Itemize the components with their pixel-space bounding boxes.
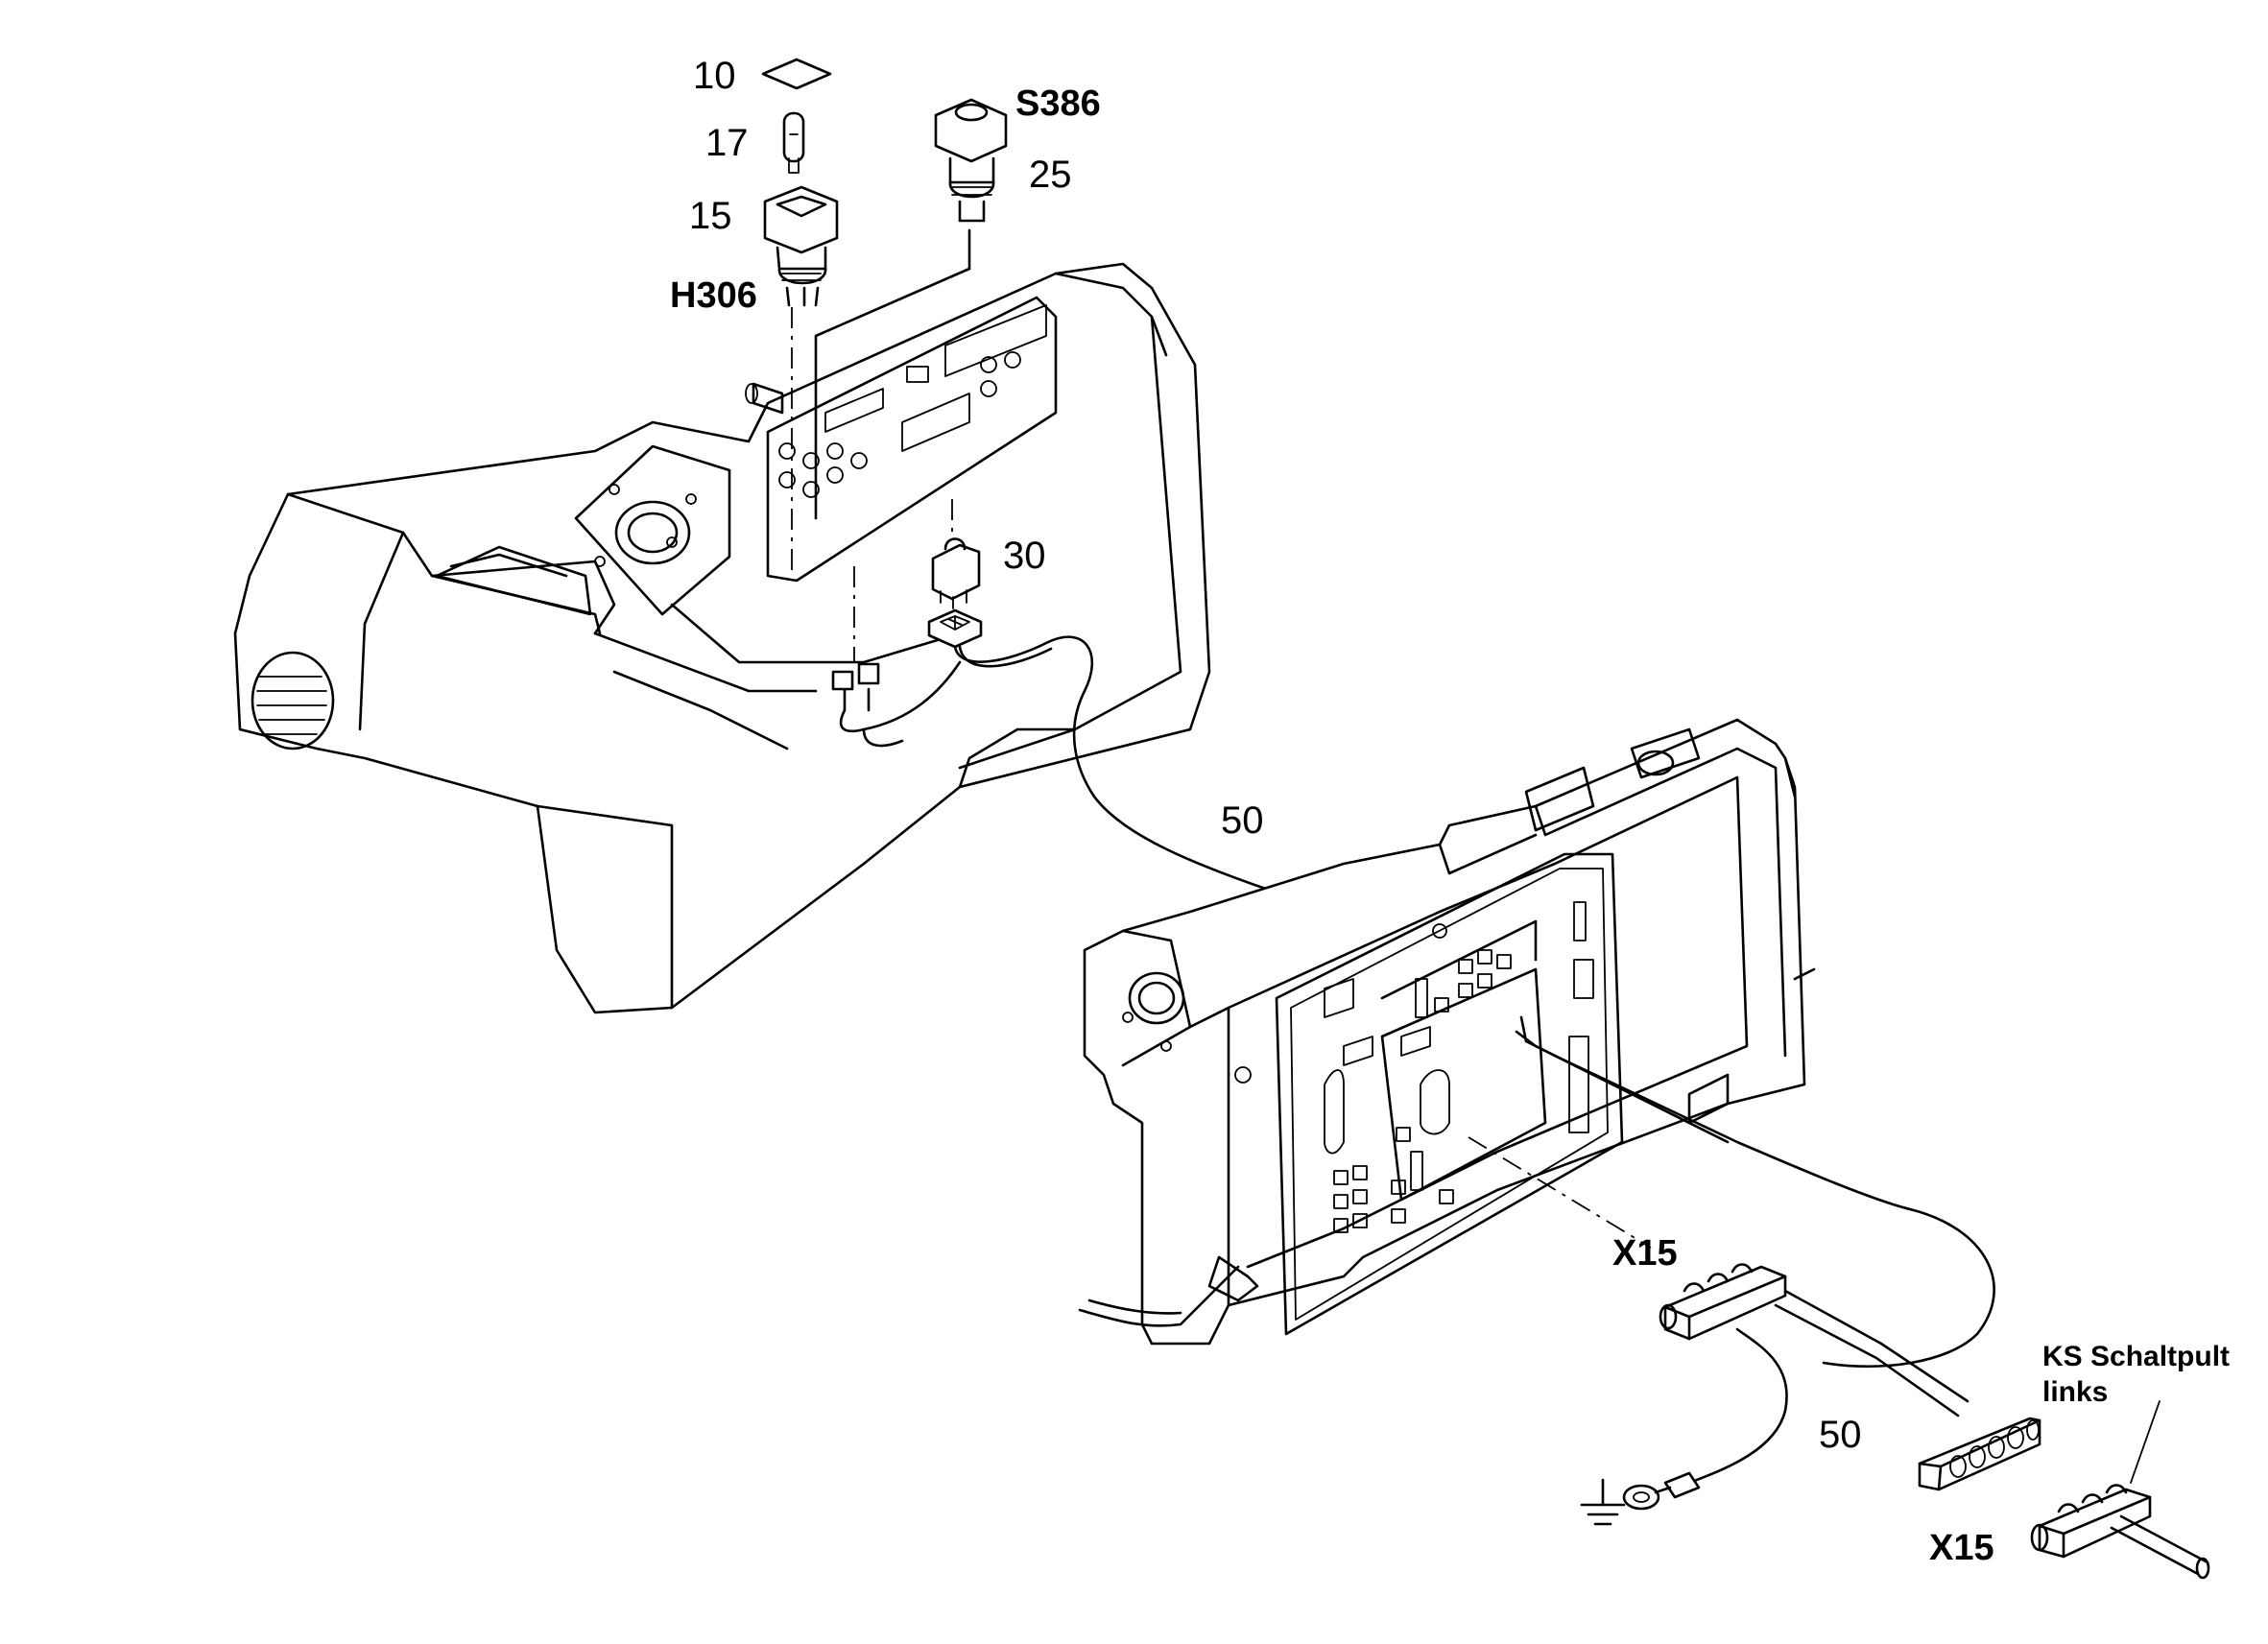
assembly-leader-lines [791, 228, 971, 662]
label-25: 25 [1029, 154, 1072, 196]
ks-mating-connector [2030, 1400, 2210, 1580]
ground-lead [1622, 1327, 1788, 1511]
label-50-lower: 50 [1819, 1414, 1862, 1456]
bulb-part [782, 111, 805, 174]
x15-connector-upper [1659, 1263, 1787, 1341]
label-17: 17 [705, 122, 749, 164]
label-10: 10 [693, 55, 736, 97]
relay-socket-part [927, 608, 983, 649]
label-x15-upper: X15 [1612, 1233, 1678, 1274]
label-x15-lower: X15 [1929, 1528, 1994, 1568]
x15-connector-lower [1918, 1417, 2041, 1491]
indicator-lamp-part [763, 185, 839, 307]
label-ks-schaltpult: KS Schaltpult [2042, 1341, 2230, 1372]
lower-cable-harness [1774, 1289, 1970, 1418]
upper-cable-harness [831, 635, 1293, 899]
left-console-housing [233, 262, 1211, 1014]
label-15: 15 [689, 195, 732, 237]
right-switch-box [1078, 718, 1995, 1368]
lens-cap-part [761, 58, 832, 90]
label-50-upper: 50 [1221, 799, 1264, 842]
ground-symbol [1580, 1478, 1626, 1526]
label-30: 30 [1003, 535, 1046, 577]
label-s386: S386 [1015, 83, 1101, 124]
label-links: links [2042, 1376, 2108, 1408]
label-h306: H306 [670, 275, 757, 316]
push-switch-part [934, 98, 1008, 223]
relay-part [931, 537, 981, 609]
callout-labels: 10 17 15 H306 S386 25 30 50 X15 50 X15 K… [670, 55, 2230, 1568]
x15-leader-line [1468, 1136, 1652, 1249]
